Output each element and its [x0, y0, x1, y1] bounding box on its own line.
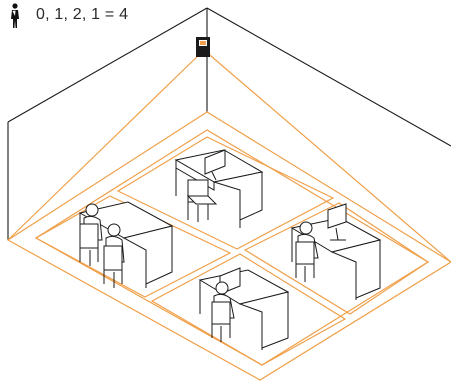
zone-front: [150, 253, 347, 366]
room-walls: [7, 7, 451, 240]
zone-right: [243, 202, 430, 315]
zone-left: [34, 195, 232, 298]
desk-front: [198, 267, 290, 350]
detection-zones: [6, 49, 451, 381]
wall-top-left-edge: [7, 7, 208, 123]
desk-right: [290, 203, 382, 300]
wall-top-right-edge: [206, 7, 451, 147]
ceiling-sensor-icon: [196, 37, 210, 57]
person-icon: [8, 3, 22, 34]
zone-back: [116, 136, 335, 250]
desk-back: [174, 149, 264, 228]
floor-outline: [6, 111, 451, 381]
ray-right: [203, 49, 451, 263]
ray-left: [7, 49, 205, 241]
desk-left: [78, 201, 174, 288]
people-count-label: 0, 1, 2, 1 = 4: [36, 6, 129, 23]
